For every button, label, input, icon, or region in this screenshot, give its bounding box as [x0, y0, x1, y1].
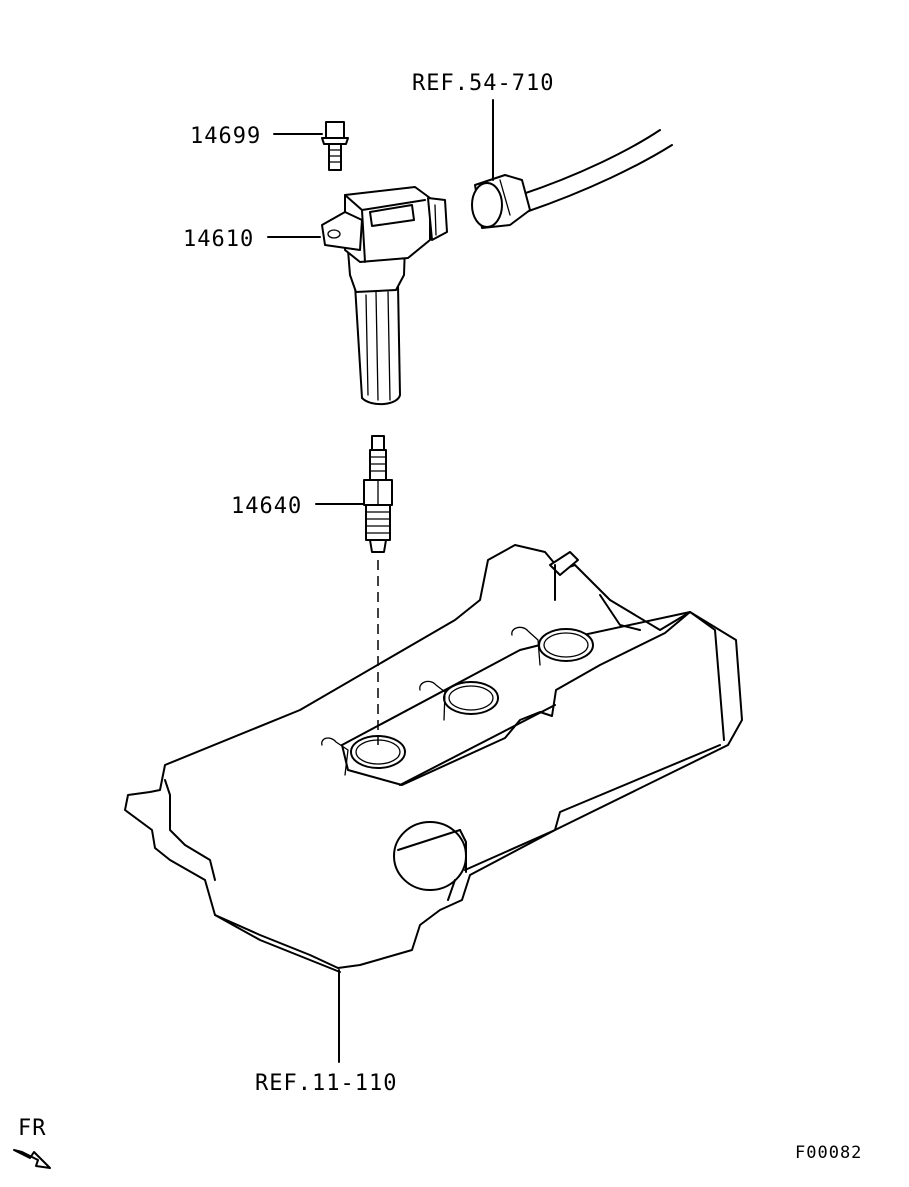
figure-id: F00082: [795, 1143, 862, 1163]
front-arrow-icon: [13, 1149, 51, 1169]
part-number-spark-plug: 14640: [231, 494, 302, 519]
reference-harness: REF.54-710: [412, 71, 554, 96]
bolt: [321, 121, 349, 171]
rocker-cover: [124, 544, 743, 973]
front-direction-indicator: FR: [13, 1116, 51, 1169]
reference-rocker-cover: REF.11-110: [255, 1071, 397, 1096]
harness-connector: [471, 129, 673, 229]
part-number-ignition-coil: 14610: [183, 227, 254, 252]
part-number-bolt: 14699: [190, 124, 261, 149]
front-direction-label: FR: [18, 1116, 47, 1141]
spark-plug: [363, 435, 393, 553]
ignition-coil: [321, 186, 448, 406]
